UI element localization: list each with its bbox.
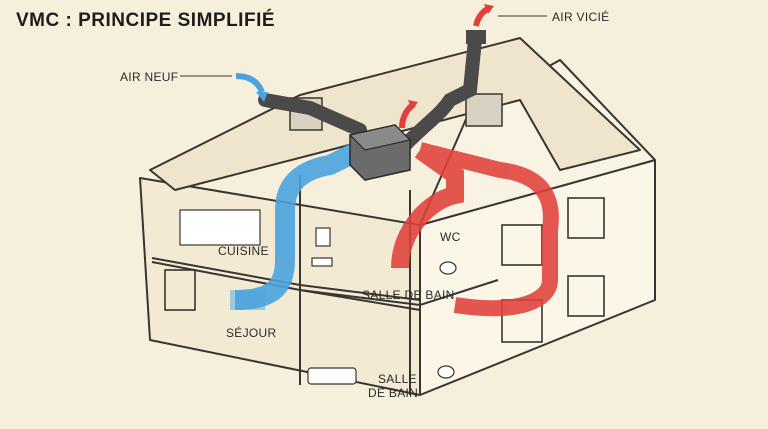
label-air-neuf: AIR NEUF	[120, 70, 179, 84]
label-cuisine: CUISINE	[218, 244, 269, 258]
label-sejour: SÉJOUR	[226, 326, 277, 340]
toilet-lower-icon	[437, 365, 455, 379]
leader-lines	[180, 15, 547, 77]
label-wc: WC	[440, 230, 461, 244]
mirror	[315, 227, 331, 247]
fresh-air-arrow-icon	[235, 73, 265, 94]
label-salle-de-bain-upper: SALLE DE BAIN	[362, 288, 455, 302]
page-title: VMC : PRINCIPE SIMPLIFIÉ	[16, 10, 276, 31]
label-salle-lower-line2: DE BAIN	[368, 386, 419, 400]
airflow-arrows	[235, 4, 494, 129]
floor-lines	[151, 175, 499, 395]
label-air-vicie: AIR VICIÉ	[552, 10, 610, 24]
exhaust-cap	[466, 30, 486, 44]
fixtures	[179, 209, 457, 385]
duct-network	[258, 33, 482, 152]
vmc-unit	[348, 124, 412, 181]
stale-air-ducts	[391, 142, 559, 317]
bathtub	[307, 367, 357, 385]
toilet-upper-icon	[439, 261, 457, 275]
kitchen-cabinets	[179, 209, 261, 246]
sink	[311, 257, 333, 267]
label-salle-lower-line1: SALLE	[378, 372, 417, 386]
